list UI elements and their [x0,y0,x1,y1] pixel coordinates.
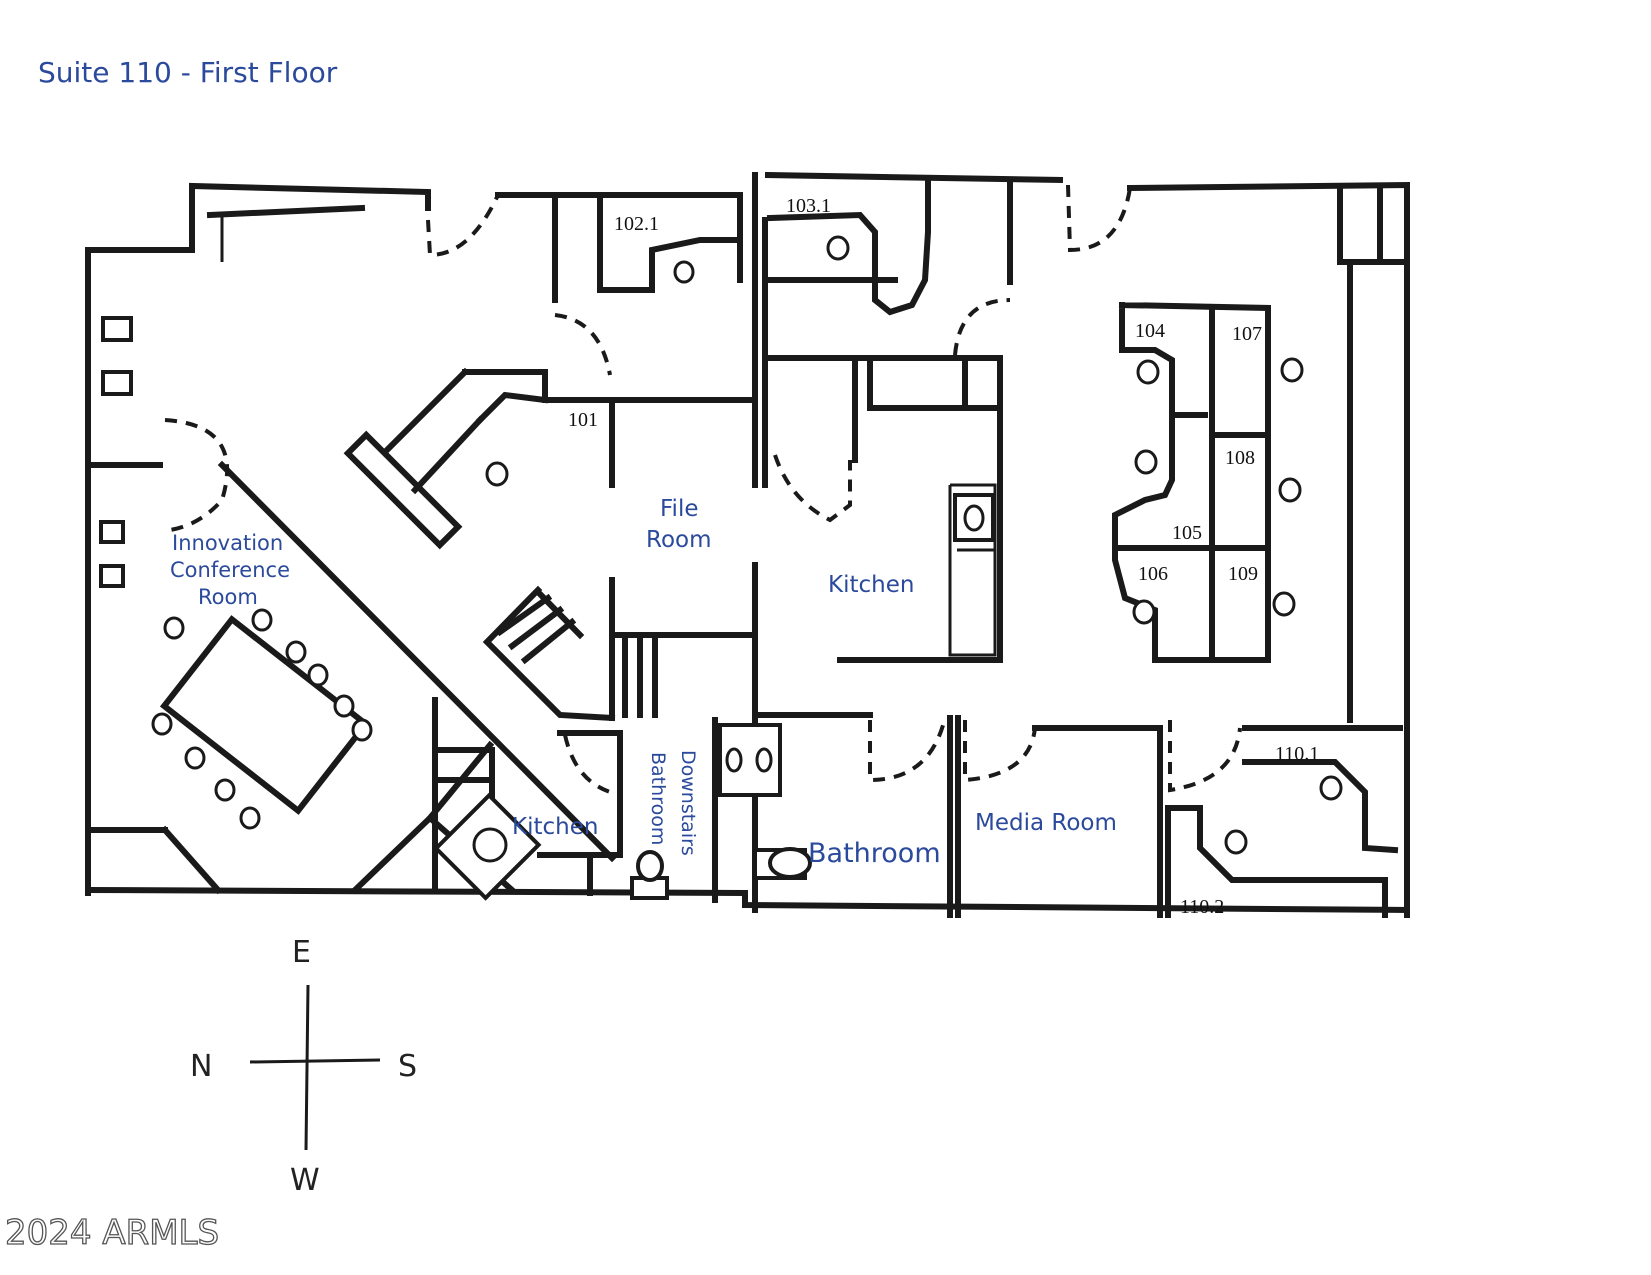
room-number-105: 105 [1172,522,1202,544]
room-number-108: 108 [1225,447,1255,469]
room-number-107: 107 [1232,323,1262,345]
doors [164,184,1242,794]
copyright-watermark: 2024 ARMLS [5,1213,219,1253]
compass-rose: E W N S [190,935,417,1198]
room-number-101: 101 [568,409,598,431]
room-labels: Innovation Conference Room File Room Kit… [170,496,1117,869]
plan-title: Suite 110 - First Floor [38,56,338,89]
room-numbers: 101 102.1 103.1 104 105 106 107 108 109 … [568,195,1319,918]
room-number-104: 104 [1135,320,1165,342]
compass-north: N [190,1049,212,1084]
downstairs-label-1: Downstairs [677,750,699,856]
room-number-110-1: 110.1 [1275,743,1319,765]
compass-west: W [290,1163,320,1198]
downstairs-label-2: Bathroom [647,752,669,845]
room-number-110-2: 110.2 [1180,896,1224,918]
stairs [495,587,658,718]
media-room-label: Media Room [975,810,1117,836]
toilets [630,847,812,900]
outer-walls [84,171,1411,918]
kitchen-small-label: Kitchen [512,814,598,840]
sinks [433,493,995,901]
innovation-label-3: Room [198,585,258,609]
room-number-103-1: 103.1 [786,195,831,217]
file-room-label-1: File [660,496,699,522]
kitchen-main-label: Kitchen [828,572,914,598]
room-number-109: 109 [1228,563,1258,585]
office-pod [1112,301,1271,663]
compass-south: S [398,1049,417,1084]
compass-east: E [292,935,311,970]
bathroom-label: Bathroom [808,838,941,869]
file-room-label-2: Room [646,527,712,553]
conference-table [159,615,371,815]
room-number-102-1: 102.1 [614,213,659,235]
chairs [151,235,1343,855]
window-boxes [99,316,133,588]
room-number-106: 106 [1138,563,1168,585]
innovation-label-1: Innovation [172,531,283,555]
innovation-label-2: Conference [170,558,290,582]
